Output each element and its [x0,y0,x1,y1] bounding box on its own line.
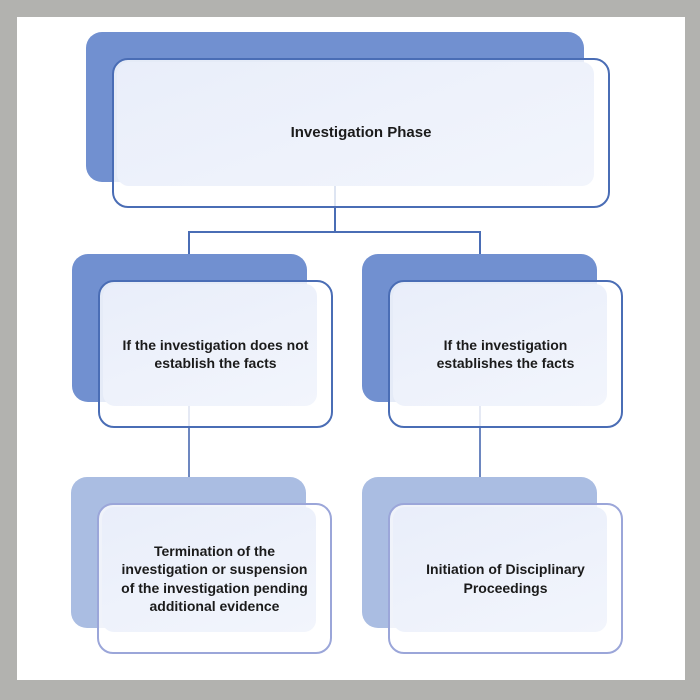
node-investigation-phase: Investigation Phase [112,58,610,208]
node-panel [102,507,316,632]
node-label: Investigation Phase [290,124,432,142]
flowchart-page: Investigation Phase If the investigation… [17,17,685,680]
node-label: If the investigation establishes the fac… [436,336,575,371]
node-outcome-initiation: Initiation of Disciplinary Proceedings [388,503,623,654]
node-panel [117,62,594,186]
node-label: Initiation of Disciplinary Proceedings [426,561,585,596]
node-label: Termination of the investigation or susp… [121,543,308,614]
connector-right-stem [479,398,481,481]
connector-branch-bar [188,231,481,233]
connector-drop-right [479,231,481,257]
node-panel [393,284,607,406]
connector-drop-left [188,231,190,257]
node-branch-not-establish: If the investigation does not establish … [98,280,333,428]
connector-left-stem [188,398,190,481]
node-branch-establishes: If the investigation establishes the fac… [388,280,623,428]
connector-root-stem [334,184,336,233]
node-outcome-termination: Termination of the investigation or susp… [97,503,332,654]
node-label: If the investigation does not establish … [122,336,309,371]
node-panel [393,507,607,632]
node-panel [103,284,317,406]
